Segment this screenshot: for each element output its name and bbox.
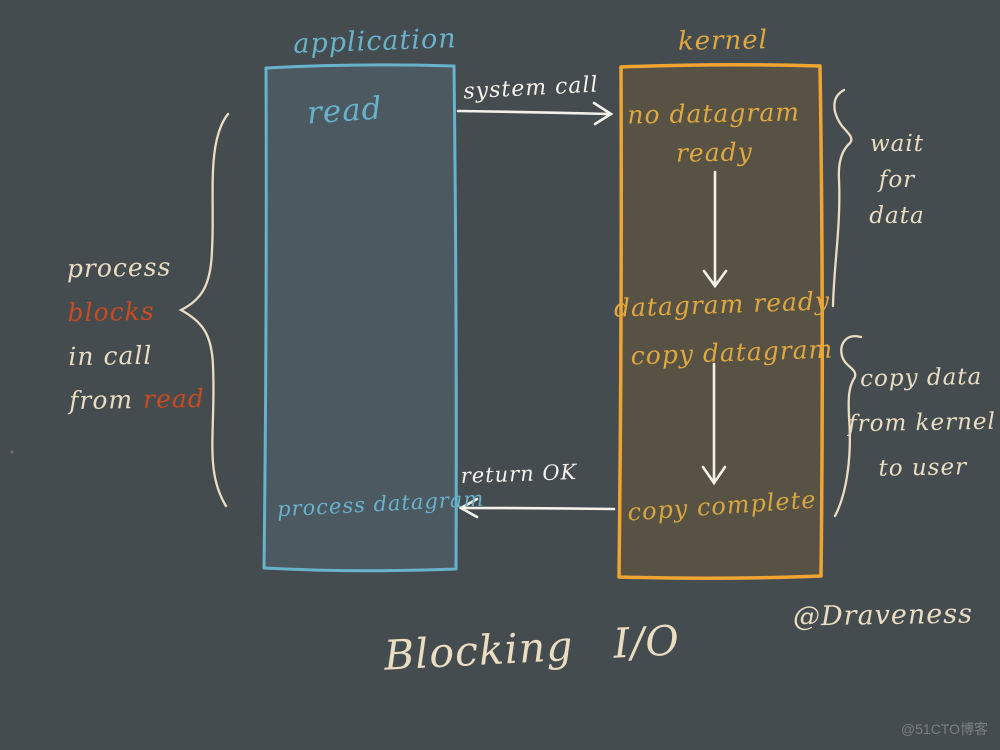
no-datagram-line2: ready xyxy=(675,137,753,168)
process-blocks-brace xyxy=(178,112,230,508)
wait-note-line3: data xyxy=(869,203,925,229)
wait-note-line2: for xyxy=(878,167,916,193)
kernel-wait-arrow xyxy=(702,170,728,289)
left-note-line2: blocks xyxy=(67,296,155,328)
read-call-label: read xyxy=(305,90,384,132)
no-datagram-ready-label: no datagram ready xyxy=(627,93,801,174)
left-note-line3: in call xyxy=(68,340,153,372)
watermark: @51CTO博客 xyxy=(900,721,988,737)
stray-dot xyxy=(10,450,14,454)
copy-data-brace xyxy=(833,335,863,518)
left-note-line4: from read xyxy=(69,377,205,423)
copy-note-line1: copy data xyxy=(859,363,983,393)
copy-note-line2: from kernel xyxy=(847,408,997,438)
application-box xyxy=(262,63,458,573)
wait-for-data-brace xyxy=(831,88,853,308)
left-note-line4-read: read xyxy=(142,383,206,414)
left-note-line4-from: from xyxy=(68,385,134,416)
no-datagram-line1: no datagram xyxy=(627,97,801,130)
application-label: application xyxy=(292,23,458,60)
system-call-arrow xyxy=(456,101,614,126)
copy-data-note: copy data from kernel to user xyxy=(847,355,997,493)
wait-for-data-note: wait for data xyxy=(869,126,924,234)
kernel-copy-arrow xyxy=(701,362,727,486)
kernel-box xyxy=(617,62,825,581)
wait-note-line1: wait xyxy=(869,131,924,157)
return-ok-arrow xyxy=(458,497,616,519)
process-blocks-note: process blocks in call from read xyxy=(66,245,205,423)
kernel-label: kernel xyxy=(677,25,769,57)
return-ok-label: return OK xyxy=(460,459,578,489)
copy-note-line3: to user xyxy=(878,454,968,482)
author-signature: @Draveness xyxy=(792,598,974,633)
left-note-line1: process xyxy=(66,252,172,284)
